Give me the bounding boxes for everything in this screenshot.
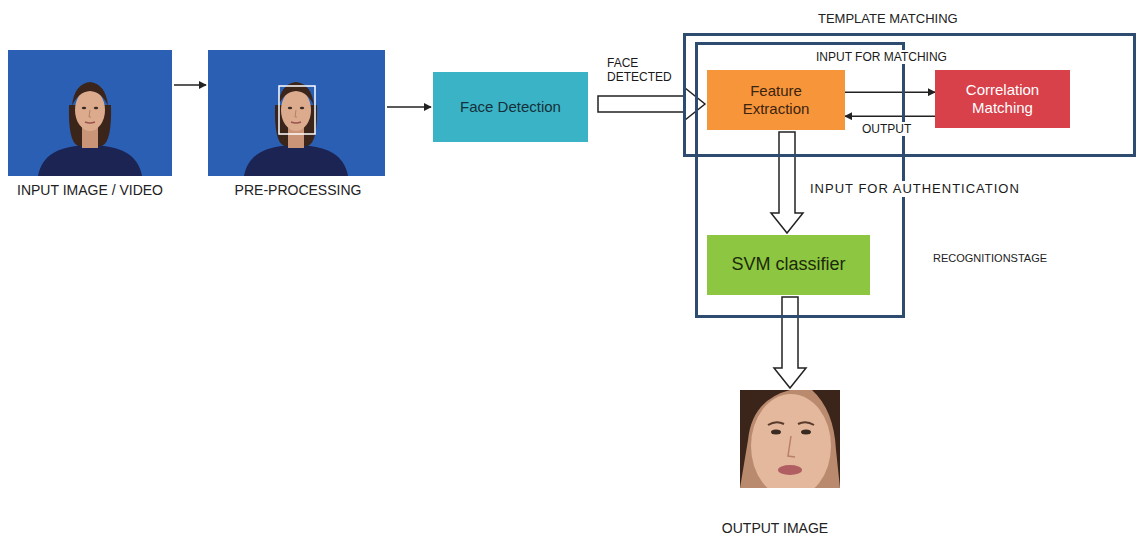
stage-frame: RECOGNITIONSTAGESVM classifier — [695, 42, 905, 318]
caption-holder: PRE-PROCESSING — [208, 182, 388, 199]
edge-label-patch: INPUT FOR MATCHING — [814, 50, 949, 64]
group-heading: RECOGNITIONSTAGE — [933, 252, 1113, 265]
edge-label: FACE DETECTED — [607, 56, 679, 85]
box-label: Feature Extraction — [715, 82, 837, 118]
block-arrow — [774, 297, 806, 388]
output-photo-frame: OUTPUT IMAGE — [740, 390, 840, 488]
arrow-connector — [845, 115, 935, 117]
caption-holder: OUTPUT IMAGE — [700, 520, 850, 537]
edge-label-patch: INPUT FOR AUTHENTICATION — [808, 181, 1022, 197]
input-photo — [8, 50, 172, 176]
block-arrow — [771, 132, 803, 233]
caption-holder: INPUT IMAGE / VIDEO — [2, 182, 178, 199]
box-label: Face Detection — [460, 98, 561, 116]
edge-label: INPUT FOR AUTHENTICATION — [810, 181, 1020, 197]
box-label: Correlation Matching — [943, 81, 1062, 117]
edge-label-patch: FACE DETECTED — [605, 56, 681, 85]
classifier-box: SVM classifier — [707, 235, 870, 295]
block-arrow — [598, 88, 705, 120]
photo-caption: PRE-PROCESSING — [208, 182, 388, 199]
preprocessed-photo — [208, 50, 385, 176]
edge-label-patch: OUTPUT — [860, 122, 913, 136]
photo-caption: OUTPUT IMAGE — [700, 520, 850, 537]
arrow-connector — [174, 84, 206, 86]
arrow-connector — [845, 91, 935, 93]
caption-holder: TEMPLATE MATCHING — [818, 11, 1038, 27]
process-box: Correlation Matching — [935, 70, 1070, 128]
input-photo-frame: INPUT IMAGE / VIDEO — [8, 50, 172, 176]
photo-caption: INPUT IMAGE / VIDEO — [2, 182, 178, 199]
edge-label: OUTPUT — [862, 122, 911, 136]
arrow-connector — [387, 106, 431, 108]
preprocessing-photo-frame: PRE-PROCESSING — [208, 50, 385, 176]
edge-label: INPUT FOR MATCHING — [816, 50, 947, 64]
process-box: Feature Extraction — [707, 70, 845, 130]
caption-holder: RECOGNITIONSTAGE — [933, 252, 1113, 265]
group-heading: TEMPLATE MATCHING — [818, 11, 1038, 27]
output-face-photo — [740, 390, 840, 488]
box-label: SVM classifier — [731, 254, 845, 276]
process-box: Face Detection — [433, 72, 588, 142]
